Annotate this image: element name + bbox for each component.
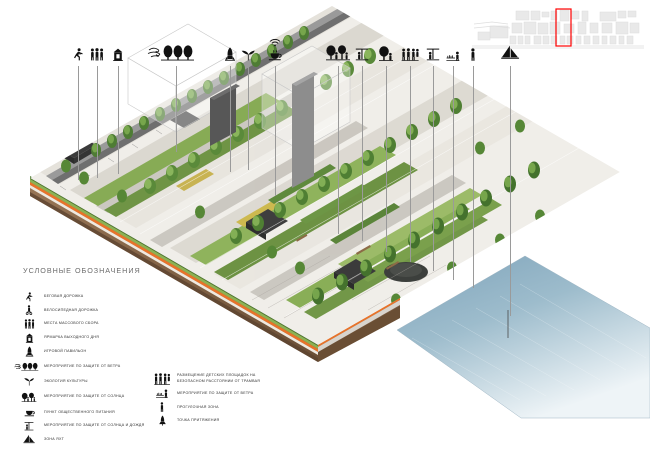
wind-barrier-icon — [446, 48, 460, 66]
site-highlight-rect — [555, 8, 572, 47]
legend-row[interactable]: РАЗМЕЩЕНИЕ ДЕТСКИХ ПЛОЩАДОК НА БЕЗОПАСНО… — [147, 370, 307, 387]
legend-label: РАЗМЕЩЕНИЕ ДЕТСКИХ ПЛОЩАДОК НА БЕЗОПАСНО… — [177, 373, 261, 383]
legend-column-left: БЕГОВАЯ ДОРОЖКА ВЕЛОСИПЕДНАЯ ДОРОЖКА — [14, 290, 149, 446]
playground-group-icon — [401, 48, 419, 66]
sprout-icon — [14, 377, 44, 386]
callout-leader-line — [176, 66, 177, 152]
legend-row[interactable]: ВЕЛОСИПЕДНАЯ ДОРОЖКА — [14, 304, 149, 318]
legend-row[interactable]: ЭКОЛОГИЯ КУЛЬТУРЫ — [14, 375, 149, 389]
callout-icon-row — [0, 38, 650, 316]
legend-row[interactable]: ЯРМАРКА ВЫХОДНОГО ДНЯ — [14, 331, 149, 345]
legend-row[interactable]: ИГРОВОЙ ПАВИЛЬОН — [14, 344, 149, 358]
legend-row[interactable]: ТОЧКА ПРИТЯЖЕНИЯ — [147, 414, 307, 428]
callout-leader-line — [97, 66, 98, 178]
legend-row[interactable]: МЕСТА МАССОВОГО СБОРА — [14, 317, 149, 331]
legend-row[interactable]: ПУНКТ ОБЩЕСТВЕННОГО ПИТАНИЯ — [14, 406, 149, 420]
legend-row[interactable]: МЕРОПРИЯТИЕ ПО ЗАЩИТЕ ОТ ВЕТРА — [14, 358, 149, 375]
legend-row[interactable]: БЕГОВАЯ ДОРОЖКА — [14, 290, 149, 304]
callout-leader-line — [473, 66, 474, 288]
sailboat-icon — [501, 45, 520, 66]
legend-label: МЕРОПРИЯТИЕ ПО ЗАЩИТЕ ОТ ВЕТРА — [177, 391, 254, 396]
legend-row[interactable]: ПРОГУЛОЧНАЯ ЗОНА — [147, 401, 307, 415]
legend-block: УСЛОВНЫЕ ОБОЗНАЧЕНИЯ БЕГОВАЯ ДОРОЖКА — [14, 266, 304, 444]
map-blocks — [477, 9, 640, 45]
legend-label: МЕРОПРИЯТИЕ ПО ЗАЩИТЕ ОТ СОЛНЦА И ДОЖДЯ — [44, 423, 145, 428]
callout-leader-line — [338, 66, 339, 234]
legend-label: ЯРМАРКА ВЫХОДНОГО ДНЯ — [44, 334, 100, 339]
market-pavilion-icon — [14, 333, 44, 343]
legend-label: БЕГОВАЯ ДОРОЖКА — [44, 294, 84, 299]
legend-label: МЕРОПРИЯТИЕ ПО ЗАЩИТЕ ОТ ВЕТРА — [44, 363, 121, 368]
callout-leader-line — [386, 66, 387, 252]
play-pavilion-icon — [14, 346, 44, 357]
shade-canopy-icon — [14, 420, 44, 431]
legend-row[interactable]: ЗОНА ЯХТ — [14, 433, 149, 447]
legend-label: МЕРОПРИЯТИЕ ПО ЗАЩИТЕ ОТ СОЛНЦА — [44, 394, 125, 399]
play-pavilion-icon — [224, 47, 236, 66]
legend-label: ИГРОВОЙ ПАВИЛЬОН — [44, 348, 87, 353]
tree-person-icon — [378, 46, 394, 66]
legend-label: МЕСТА МАССОВОГО СБОРА — [44, 321, 99, 326]
attraction-tree-icon — [147, 415, 177, 427]
callout-leader-line — [433, 66, 434, 271]
callout-leader-line — [248, 66, 249, 170]
shade-canopy-icon — [426, 46, 440, 66]
site-location-key-map[interactable] — [472, 8, 644, 50]
sprout-icon — [241, 48, 256, 66]
context-building-solids — [210, 72, 318, 188]
legend-label: ТОЧКА ПРИТЯЖЕНИЯ — [177, 418, 220, 423]
trees-people-icon — [325, 45, 351, 66]
shade-canopy-icon — [355, 46, 369, 66]
sailboat-icon — [14, 434, 44, 445]
legend-label: ЗОНА ЯХТ — [44, 436, 65, 441]
wind-trees-icon — [14, 361, 44, 372]
callout-leader-line — [453, 66, 454, 280]
legend-row[interactable]: МЕРОПРИЯТИЕ ПО ЗАЩИТЕ ОТ СОЛНЦА И ДОЖДЯ — [14, 419, 149, 433]
context-building-ghosts — [127, 23, 351, 151]
legend-label: ВЕЛОСИПЕДНАЯ ДОРОЖКА — [44, 307, 99, 312]
hedge-rows — [268, 164, 400, 244]
running-person-icon — [73, 48, 84, 66]
wind-trees-icon — [147, 44, 205, 66]
callout-leader-line — [410, 66, 411, 262]
playground-group-icon — [147, 372, 177, 385]
wind-barrier-icon — [147, 389, 177, 399]
legend-label: ПУНКТ ОБЩЕСТВЕННОГО ПИТАНИЯ — [44, 409, 115, 414]
cyclist-icon — [14, 305, 44, 316]
callout-leader-line — [230, 66, 231, 172]
callout-leader-line — [510, 66, 511, 316]
legend-label: ПРОГУЛОЧНАЯ ЗОНА — [177, 404, 219, 409]
people-group-icon — [14, 319, 44, 329]
cafe-cup-icon — [14, 408, 44, 417]
walking-person-icon — [469, 48, 478, 66]
cafe-cup-icon — [268, 48, 282, 66]
trees-people-icon — [14, 392, 44, 403]
people-group-icon — [90, 48, 104, 66]
running-person-icon — [14, 292, 44, 302]
legend-row[interactable]: МЕРОПРИЯТИЕ ПО ЗАЩИТЕ ОТ ВЕТРА — [147, 387, 307, 401]
water-body — [396, 255, 650, 419]
legend-row[interactable]: МЕРОПРИЯТИЕ ПО ЗАЩИТЕ ОТ СОЛНЦА — [14, 389, 149, 406]
walking-person-icon — [147, 402, 177, 413]
market-pavilion-icon — [112, 48, 124, 66]
callout-leader-line — [118, 66, 119, 174]
callout-leader-line — [362, 66, 363, 241]
callout-leader-line — [78, 66, 79, 180]
callout-leader-line — [275, 66, 276, 196]
legend-column-right: РАЗМЕЩЕНИЕ ДЕТСКИХ ПЛОЩАДОК НА БЕЗОПАСНО… — [147, 370, 307, 428]
legend-label: ЭКОЛОГИЯ КУЛЬТУРЫ — [44, 379, 88, 384]
wifi-icon — [269, 34, 281, 52]
legend-title: УСЛОВНЫЕ ОБОЗНАЧЕНИЯ — [23, 266, 141, 275]
